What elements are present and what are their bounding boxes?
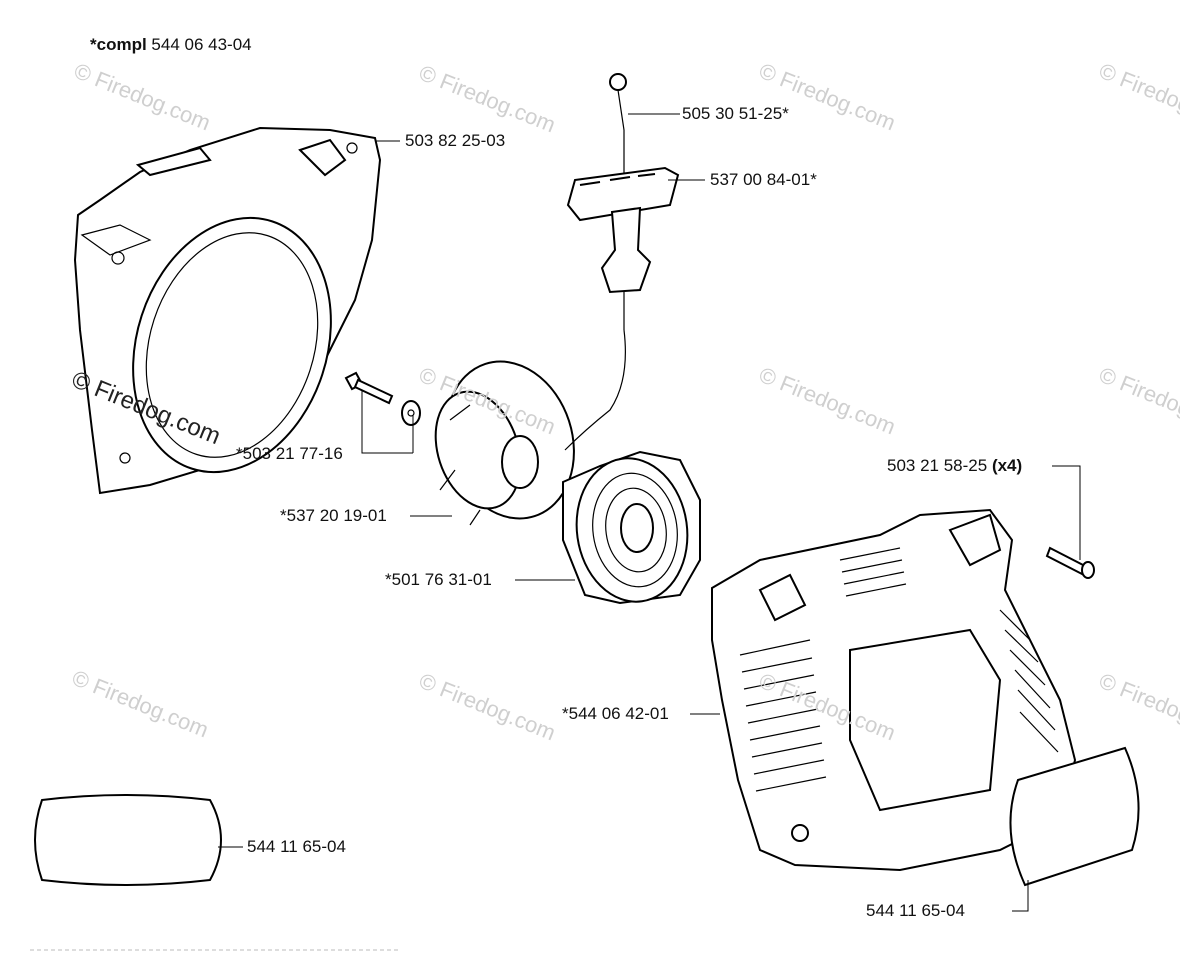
bolt-and-washer <box>344 371 421 426</box>
starter-cover <box>711 508 1077 872</box>
decal-left <box>34 794 222 886</box>
callout-starter-cover[interactable]: *544 06 42-01 <box>562 704 669 723</box>
callout-screw-number: 503 21 58-25 <box>887 456 988 475</box>
spring-cassette <box>562 450 701 605</box>
callout-handle[interactable]: 537 00 84-01* <box>710 170 817 189</box>
assembly-prefix: *compl <box>90 35 147 54</box>
callout-screw[interactable]: 503 21 58-25 (x4) <box>887 456 1022 476</box>
assembly-number: *compl 544 06 43-04 <box>90 35 252 55</box>
callout-rope[interactable]: 505 30 51-25* <box>682 104 789 123</box>
cover-screw <box>1045 546 1095 579</box>
leader-lines <box>218 113 1081 912</box>
callout-decal-left[interactable]: 544 11 65-04 <box>247 837 346 856</box>
starter-pulley <box>434 360 575 526</box>
assembly-part-number: 544 06 43-04 <box>151 35 252 54</box>
callout-spring-cassette[interactable]: *501 76 31-01 <box>385 570 492 589</box>
decal-right <box>1009 746 1140 887</box>
callout-screw-qty: (x4) <box>991 456 1023 475</box>
callout-bolt[interactable]: *503 21 77-16 <box>236 444 343 463</box>
callout-pulley[interactable]: *537 20 19-01 <box>280 506 387 525</box>
fan-housing-cover <box>73 126 382 495</box>
cooling-vents <box>739 547 1059 792</box>
starter-rope-and-handle <box>564 73 680 451</box>
callout-decal-right[interactable]: 544 11 65-04 <box>866 901 965 920</box>
callout-fan-housing[interactable]: 503 82 25-03 <box>405 131 506 150</box>
